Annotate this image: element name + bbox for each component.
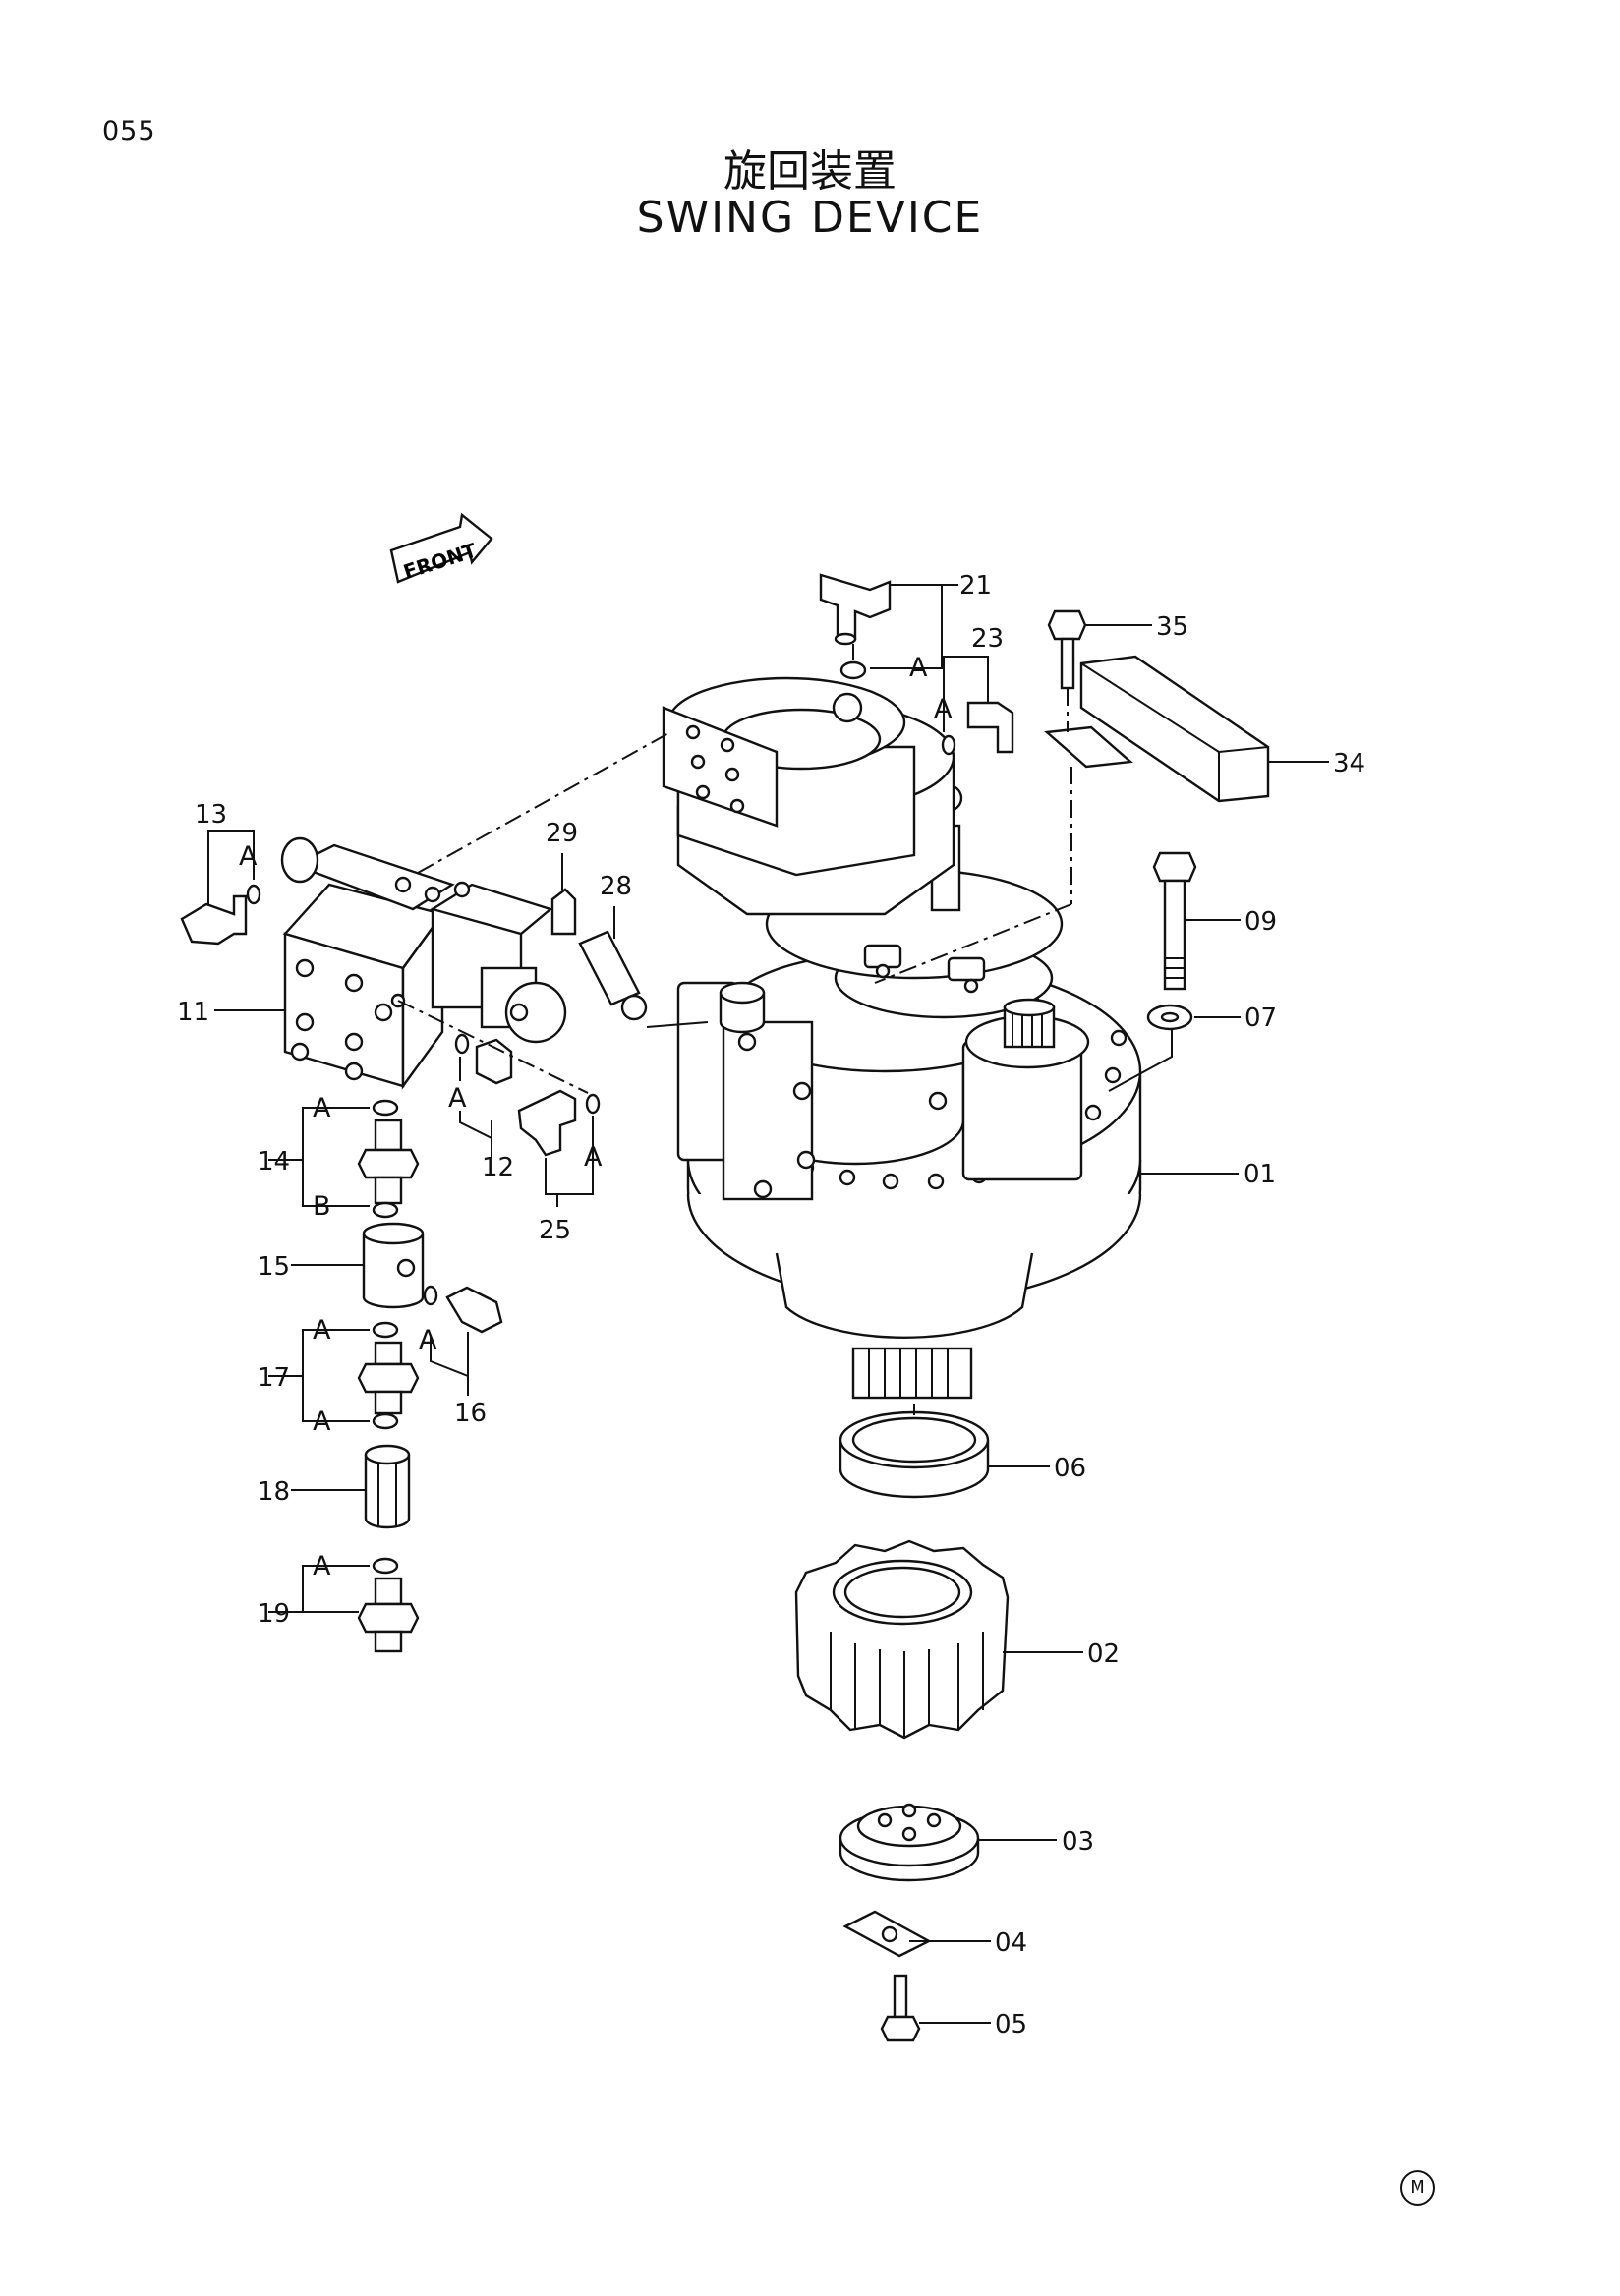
pinion-shaft bbox=[851, 1347, 973, 1400]
ref-a-23: A bbox=[934, 694, 953, 724]
assembly-line-block-to-25 bbox=[397, 1000, 589, 1094]
callout-34: 34 bbox=[1333, 749, 1365, 778]
callout-12: 12 bbox=[482, 1153, 514, 1182]
ref-a-17b: A bbox=[313, 1406, 331, 1437]
callout-25: 25 bbox=[539, 1216, 571, 1245]
part-12-fitting bbox=[454, 1033, 513, 1085]
callout-28: 28 bbox=[600, 872, 632, 901]
part-13-elbow-fitting bbox=[180, 884, 261, 946]
callout-23: 23 bbox=[971, 624, 1004, 654]
part-05-bolt bbox=[880, 1974, 921, 2042]
assembly-line-valve-to-motor bbox=[417, 731, 671, 874]
part-28-connector bbox=[578, 930, 648, 1021]
ref-a-25: A bbox=[584, 1142, 603, 1173]
callout-07: 07 bbox=[1244, 1004, 1277, 1033]
part-04-lock-plate bbox=[842, 1910, 932, 1958]
part-23-elbow bbox=[941, 701, 1014, 756]
callout-01: 01 bbox=[1244, 1160, 1276, 1189]
callout-35: 35 bbox=[1156, 612, 1188, 642]
part-18-hex-coupling bbox=[364, 1444, 411, 1529]
callout-02: 02 bbox=[1087, 1639, 1120, 1669]
callout-19: 19 bbox=[258, 1599, 290, 1629]
callout-21: 21 bbox=[959, 571, 992, 601]
callout-05: 05 bbox=[995, 2010, 1027, 2039]
callout-15: 15 bbox=[258, 1252, 290, 1282]
part-19-adapter bbox=[357, 1577, 420, 1653]
callout-14: 14 bbox=[258, 1147, 290, 1177]
ref-a-19: A bbox=[313, 1551, 331, 1581]
ref-b-14: B bbox=[313, 1191, 331, 1222]
title-english: SWING DEVICE bbox=[636, 193, 984, 243]
part-06-seal-ring bbox=[839, 1410, 990, 1499]
part-11-valve-block bbox=[280, 836, 567, 1090]
ref-a-12: A bbox=[448, 1083, 467, 1114]
part-35-bolt bbox=[1047, 609, 1087, 690]
ref-a-16: A bbox=[419, 1325, 437, 1355]
part-03-cover-cap bbox=[839, 1803, 980, 1882]
title-japanese: 旋回装置 bbox=[723, 146, 897, 197]
assembly-line-bolt-to-motor bbox=[874, 903, 1072, 984]
callout-17: 17 bbox=[258, 1363, 290, 1393]
swing-motor-assembly bbox=[646, 676, 1142, 1400]
part-15-tee-block bbox=[362, 1222, 425, 1309]
part-16-fitting bbox=[423, 1285, 503, 1334]
part-21-tee-fitting bbox=[819, 573, 892, 680]
part-09-bolt bbox=[1152, 851, 1197, 991]
callout-06: 06 bbox=[1054, 1454, 1086, 1483]
callout-03: 03 bbox=[1062, 1827, 1094, 1857]
part-07-washer bbox=[1146, 1004, 1193, 1031]
callout-04: 04 bbox=[995, 1928, 1027, 1958]
part-14-adapter bbox=[357, 1119, 420, 1205]
front-arrow: FRONT bbox=[389, 512, 493, 584]
page-number: 055 bbox=[102, 116, 156, 146]
part-17-adapter bbox=[357, 1341, 420, 1415]
part-25-tee-fitting bbox=[517, 1089, 601, 1157]
part-34-cover bbox=[1044, 655, 1270, 803]
ref-a-13: A bbox=[239, 841, 258, 872]
part-29-fitting bbox=[550, 888, 577, 936]
ref-a-17a: A bbox=[313, 1315, 331, 1346]
callout-29: 29 bbox=[546, 819, 578, 848]
callout-16: 16 bbox=[454, 1399, 487, 1428]
callout-18: 18 bbox=[258, 1477, 290, 1507]
part-02-pinion-gear bbox=[794, 1539, 1010, 1740]
ref-a-14: A bbox=[313, 1093, 331, 1123]
callout-13: 13 bbox=[195, 800, 227, 830]
callout-11: 11 bbox=[177, 998, 209, 1027]
manufacturer-mark: M bbox=[1400, 2170, 1435, 2206]
callout-09: 09 bbox=[1244, 907, 1277, 937]
ref-a-21: A bbox=[909, 653, 928, 683]
